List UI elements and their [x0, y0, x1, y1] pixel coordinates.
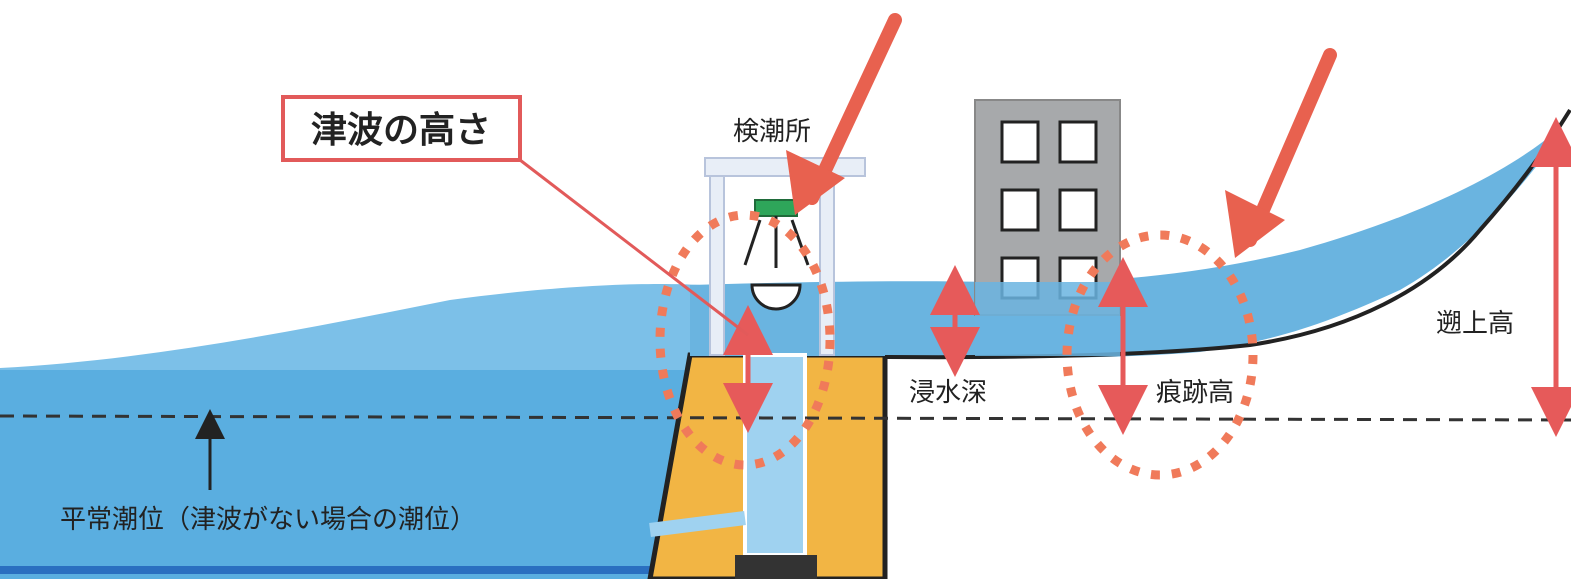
inundation-depth-label: 浸水深 [909, 378, 987, 408]
tide-station-frame-top [704, 157, 866, 177]
tide-station-frame-left [709, 174, 725, 356]
tsunami-inland-water [690, 128, 1560, 358]
trace-height-highlight-circle [1062, 230, 1258, 480]
runup-height-label: 遡上高 [1436, 309, 1514, 339]
tide-station-highlight-circle [655, 210, 835, 470]
gauge-arm-left [743, 219, 762, 266]
sea-floor-line [0, 566, 660, 574]
tide-station-label: 検潮所 [733, 117, 811, 147]
tide-station-base [735, 555, 817, 579]
trace-height-label: 痕跡高 [1156, 378, 1234, 408]
callout-leader-line [519, 158, 749, 337]
gauge-arm-right [790, 219, 810, 266]
ground-line [884, 108, 1571, 360]
tsunami-wave-sea [0, 283, 700, 370]
normal-tide-line [0, 414, 1571, 422]
normal-tide-label: 平常潮位（津波がない場合の潮位） [60, 505, 476, 535]
tide-station-pipe [649, 511, 746, 537]
pointer-arrow-trace [1225, 48, 1337, 258]
tsunami-height-callout-box [281, 95, 522, 162]
pointer-arrow-tide-station [786, 13, 902, 215]
building-water-overlay [975, 282, 1120, 356]
tsunami-height-label: 津波の高さ [311, 110, 491, 151]
gauge-float [750, 283, 802, 311]
gauge-box [754, 199, 798, 217]
sea-water [0, 368, 700, 579]
